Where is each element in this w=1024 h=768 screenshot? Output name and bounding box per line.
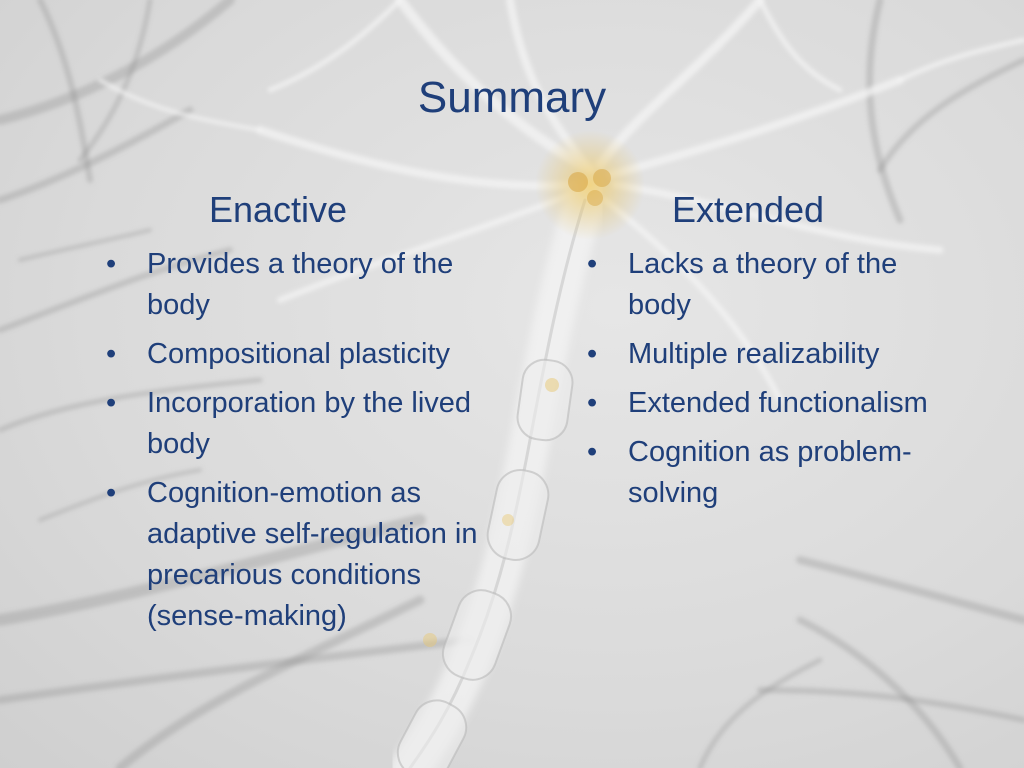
list-item-text: Lacks a theory of the body	[628, 248, 898, 321]
bullet-icon: •	[106, 338, 117, 370]
list-item-text: Cognition as problem-solving	[628, 436, 912, 509]
list-item: • Incorporation by the lived body	[102, 383, 482, 465]
list-item-text: Provides a theory of the body	[147, 248, 454, 321]
column-heading-enactive: Enactive	[208, 189, 348, 230]
list-item-text: Incorporation by the lived body	[147, 387, 472, 460]
list-item-text: Compositional plasticity	[147, 338, 451, 370]
bullet-icon: •	[587, 248, 598, 280]
bullet-icon: •	[587, 387, 598, 419]
slide-title: Summary	[417, 73, 607, 122]
extended-bullet-list: • Lacks a theory of the body • Multiple …	[583, 244, 963, 522]
list-item-text: Cognition-emotion as adaptive self-regul…	[147, 477, 478, 632]
list-item-text: Multiple realizability	[628, 338, 880, 370]
list-item: • Multiple realizability	[583, 334, 963, 375]
enactive-bullet-list: • Provides a theory of the body • Compos…	[102, 244, 482, 645]
list-item: • Extended functionalism	[583, 383, 963, 424]
bullet-icon: •	[587, 436, 598, 468]
bullet-icon: •	[106, 387, 117, 419]
list-item: • Provides a theory of the body	[102, 244, 482, 326]
list-item: • Cognition-emotion as adaptive self-reg…	[102, 473, 482, 637]
column-heading-extended: Extended	[671, 189, 825, 230]
list-item: • Cognition as problem-solving	[583, 432, 963, 514]
bullet-icon: •	[587, 338, 598, 370]
list-item: • Compositional plasticity	[102, 334, 482, 375]
bullet-icon: •	[106, 248, 117, 280]
list-item: • Lacks a theory of the body	[583, 244, 963, 326]
bullet-icon: •	[106, 477, 117, 509]
list-item-text: Extended functionalism	[628, 387, 928, 419]
